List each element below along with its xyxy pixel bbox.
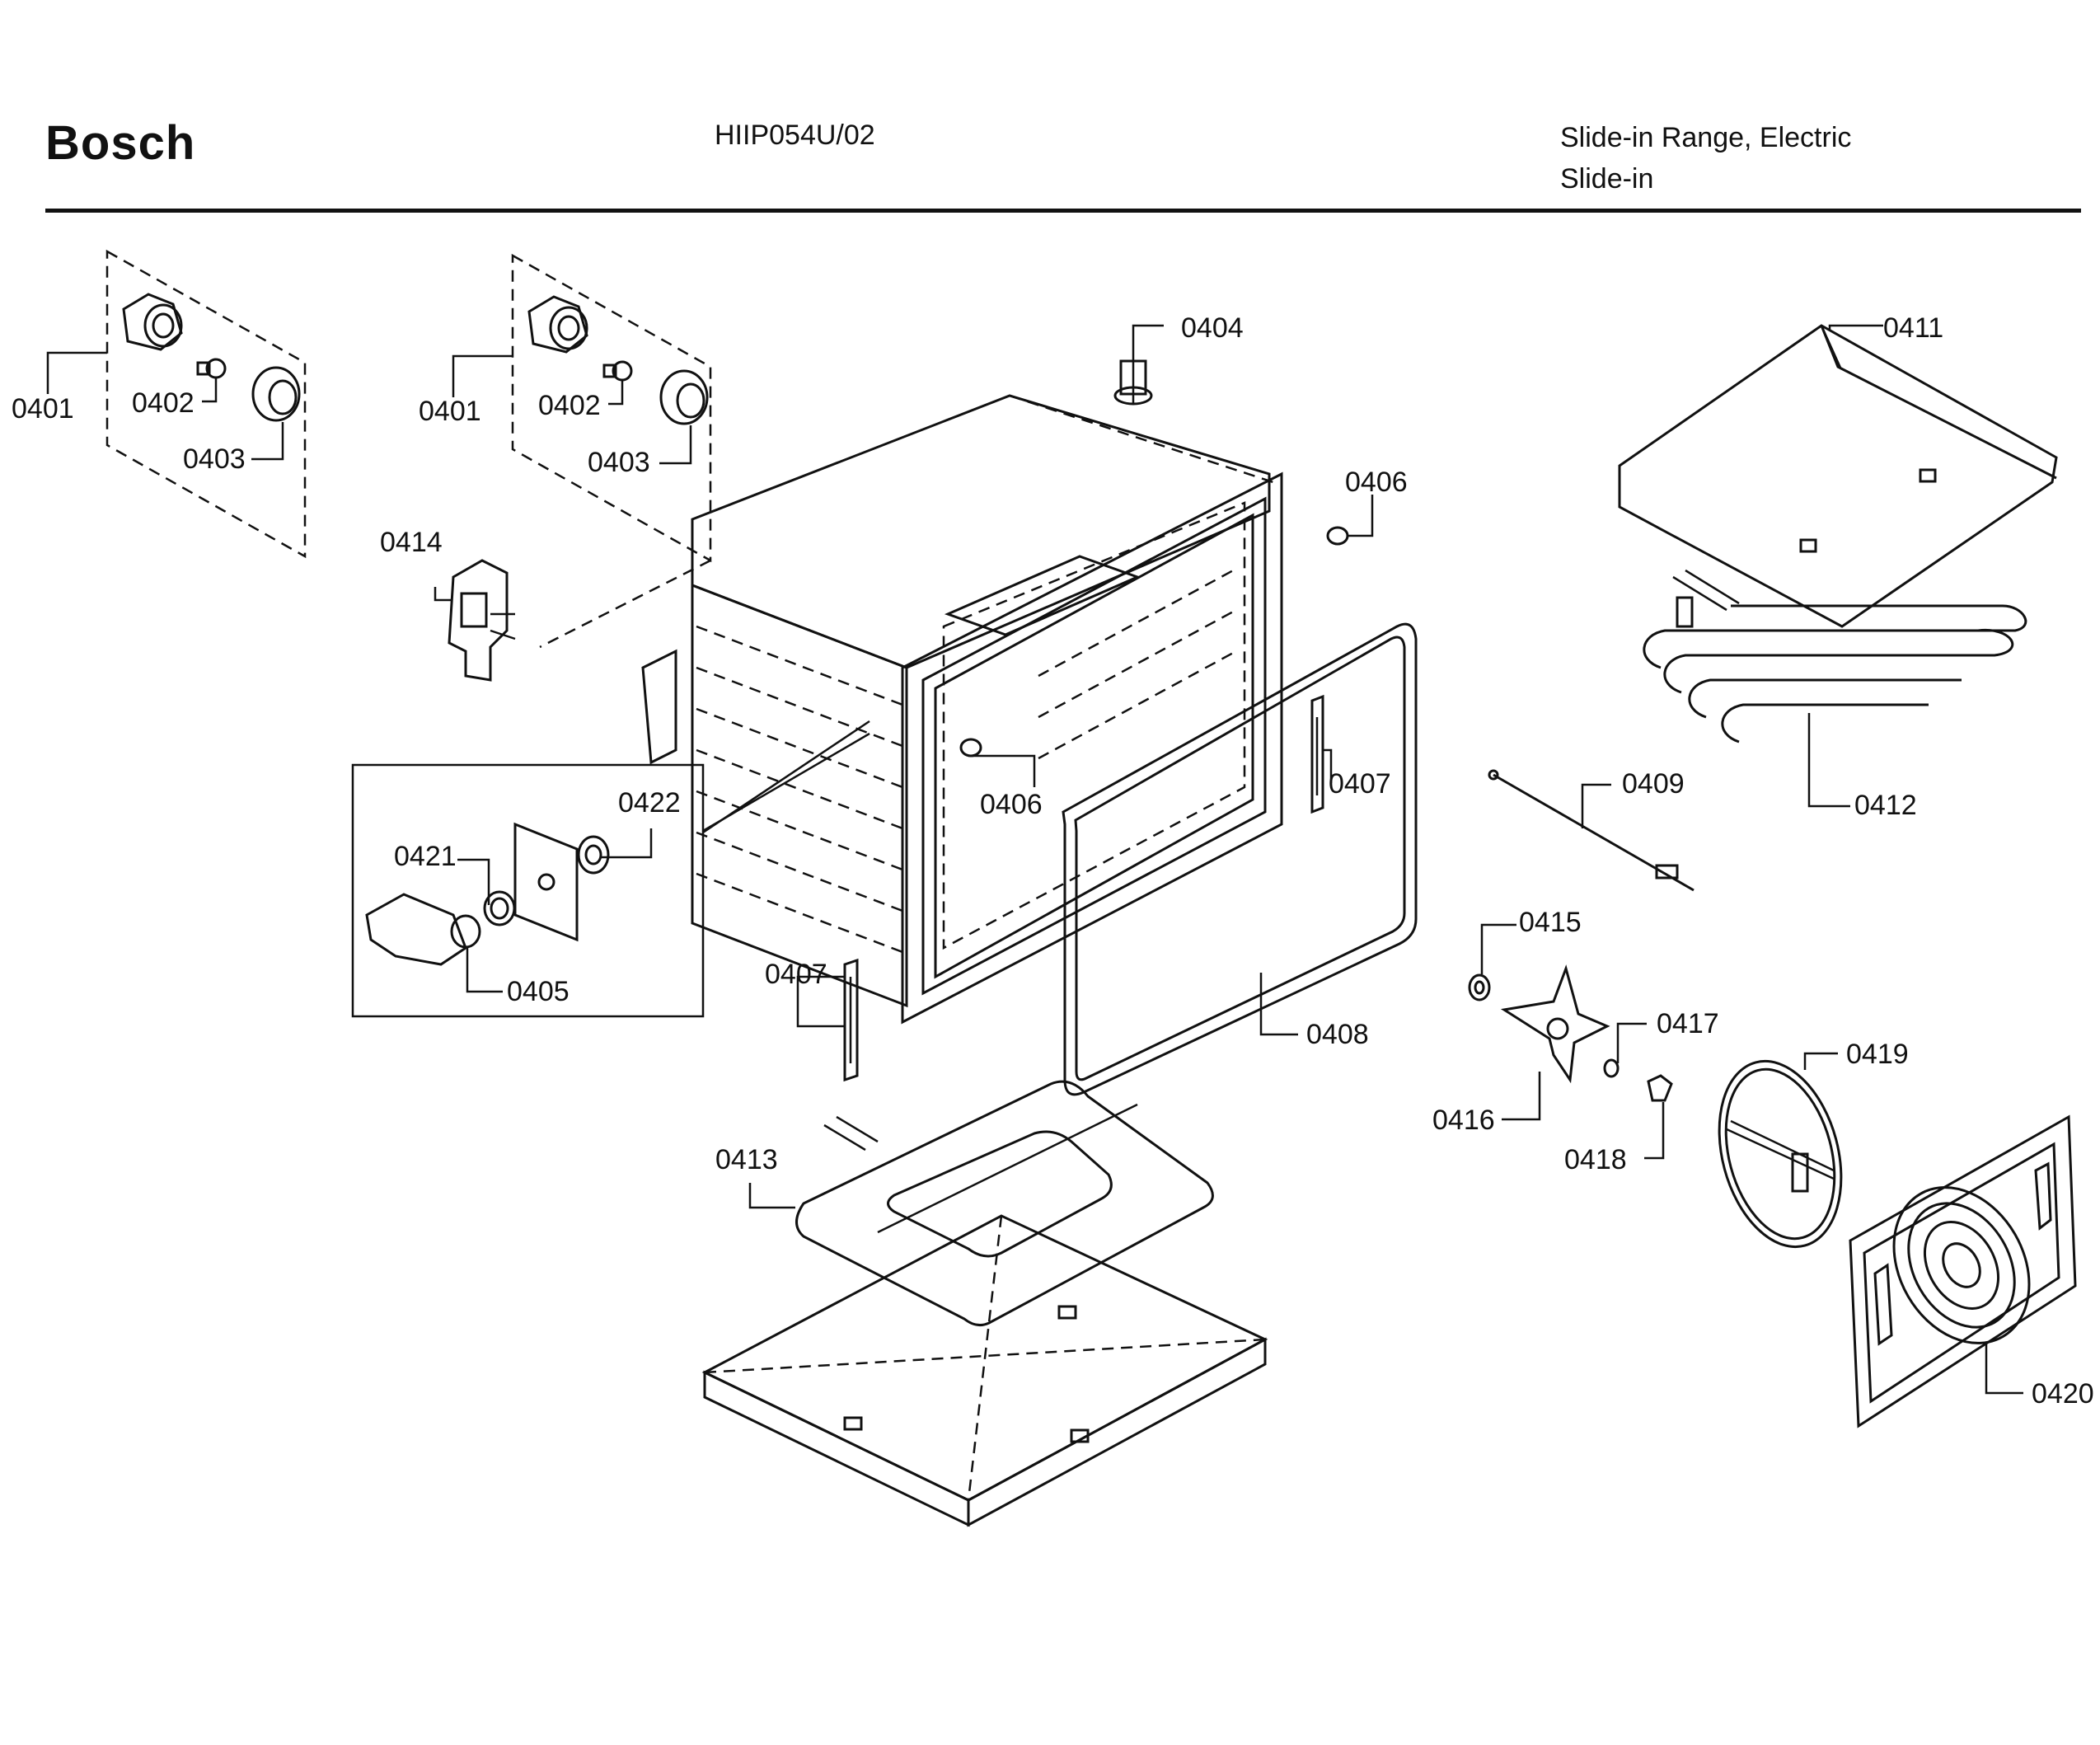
sensor-plate (513, 822, 579, 942)
model-number: HIIP054U/02 (715, 120, 875, 151)
lamp-bulb (196, 358, 227, 379)
callout-0402: 0402 (132, 387, 195, 419)
convection-fan-cover (1849, 1114, 2077, 1428)
convection-fan-blade (1500, 964, 1610, 1121)
callout-0420: 0420 (2032, 1378, 2094, 1410)
callout-0404: 0404 (1181, 312, 1244, 344)
lamp-cover (659, 369, 709, 425)
callout-0408: 0408 (1306, 1019, 1369, 1050)
leader-line (1807, 713, 1850, 808)
callout-0405: 0405 (507, 976, 570, 1007)
washer (1468, 923, 1516, 1001)
lamp-socket (122, 293, 183, 351)
callout-0414: 0414 (380, 527, 443, 558)
callout-0407: 0407 (1329, 768, 1391, 800)
callout-labels: 0401 0402 0403 0401 0402 0403 0404 0406 … (12, 312, 2094, 1410)
bottom-panel (701, 1214, 1268, 1527)
sensor-nut (577, 835, 610, 875)
header-rule (45, 209, 2081, 213)
callout-0411: 0411 (1883, 312, 1943, 344)
callout-0406: 0406 (980, 789, 1043, 820)
callout-0419: 0419 (1846, 1039, 1909, 1070)
top-heating-element (1643, 569, 2027, 744)
callout-0415: 0415 (1519, 907, 1582, 938)
door-lock-switch (434, 559, 516, 682)
lamp-cover (251, 366, 301, 422)
callout-0417: 0417 (1657, 1008, 1719, 1039)
callout-0416: 0416 (1432, 1105, 1495, 1136)
lamp-assembly-right (452, 253, 712, 649)
callout-0422: 0422 (618, 787, 681, 819)
lamp-socket (527, 295, 588, 354)
sensor-gasket (483, 890, 516, 926)
oven-cavity (641, 394, 1283, 1025)
bottom-heating-element (748, 1080, 1214, 1327)
lamp-bulb (602, 360, 633, 382)
callout-0402: 0402 (538, 390, 601, 421)
fan-nut (1603, 1022, 1647, 1078)
rack-support-left (796, 958, 859, 1082)
screw-front (959, 738, 1036, 787)
lamp-assembly-left (46, 249, 307, 559)
convection-element (1718, 1052, 1843, 1249)
leader-line (1828, 324, 1883, 330)
meat-probe-sensor (1488, 769, 1695, 892)
callout-0412: 0412 (1854, 790, 1917, 821)
screw-right (1326, 495, 1374, 546)
callout-0418: 0418 (1564, 1144, 1627, 1175)
callout-0406: 0406 (1345, 467, 1408, 498)
callout-0413: 0413 (715, 1144, 778, 1175)
product-description-line2: Slide-in (1560, 163, 1654, 195)
callout-0409: 0409 (1622, 768, 1685, 800)
screw-top (1113, 324, 1164, 406)
callout-0421: 0421 (394, 841, 457, 872)
top-cover-plate (1618, 324, 2058, 628)
callout-0401: 0401 (12, 393, 74, 425)
fan-cap (1644, 1074, 1673, 1160)
rack-support-right (1310, 694, 1333, 814)
callout-0407: 0407 (765, 959, 827, 990)
brand-name: Bosch (45, 116, 196, 170)
sensor-inset (351, 720, 870, 1018)
door-gasket (1062, 622, 1418, 1096)
callout-0403: 0403 (588, 447, 650, 478)
temperature-sensor (365, 893, 481, 966)
callout-0403: 0403 (183, 443, 246, 475)
product-description-line1: Slide-in Range, Electric (1560, 122, 1852, 153)
callout-0401: 0401 (419, 396, 481, 427)
